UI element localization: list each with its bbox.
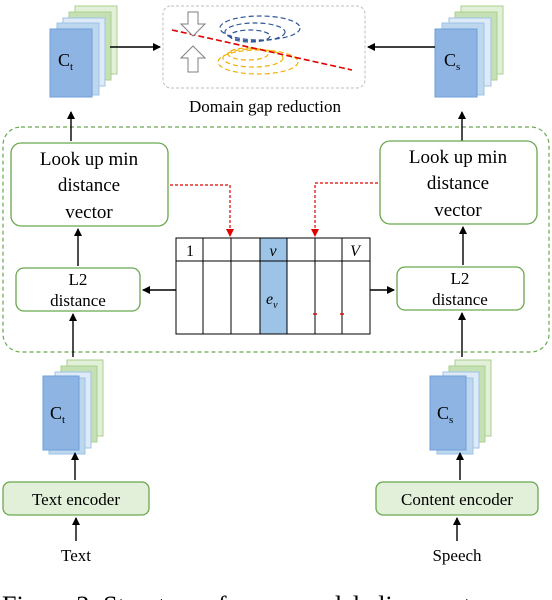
svg-text:Ct: Ct [58,50,73,73]
ct-bottom-subscript: t [62,414,65,426]
svg-text:Ct: Ct [50,403,65,426]
alignment-module-container [2,126,550,353]
l2-right-box: L2 distance [396,266,525,311]
lookup-left-to-codebook [170,184,234,237]
cs-top-label: C [444,50,456,70]
cs-bottom-stack: Cs [429,359,492,455]
text-encoder-label: Text encoder [32,490,120,509]
text-encoder-box: Text encoder [2,481,150,516]
lookup-right-line1: Look up min [409,147,508,168]
codebook-table: 1 v V ev [175,237,371,335]
lookup-right-box: Look up min distance vector [379,140,538,225]
codebook-index-last: V [350,243,362,260]
l2-left-line2: distance [50,291,106,310]
codebook-index-mid: v [269,243,277,260]
ct-bottom-stack: Ct [42,359,104,455]
codebook-entry-label: e [266,291,273,308]
cs-bottom-subscript: s [449,414,453,426]
down-hollow-arrow-icon [179,11,207,37]
cs-bottom-label: C [437,403,449,423]
lookup-left-box: Look up min distance vector [10,142,169,227]
l2-right-line2: distance [432,290,488,309]
ct-top-stack: Ct [49,5,118,98]
content-encoder-box: Content encoder [375,481,539,516]
figure-caption: Figure 2: Structure of cross-modal align… [2,591,471,600]
domain-gap-caption: Domain gap reduction [189,97,342,116]
ct-top-label: C [58,50,70,70]
lookup-right-line3: vector [434,200,482,221]
text-input-label: Text [61,546,91,565]
lookup-right-to-codebook [311,182,378,237]
domain-gap-panel [162,5,366,89]
l2-right-line1: L2 [451,269,470,288]
svg-text:ev: ev [266,291,278,311]
lookup-left-line2: distance [58,175,120,196]
lookup-right-line2: distance [427,173,489,194]
codebook-entry-subscript: v [273,300,278,311]
l2-left-box: L2 distance [15,267,141,312]
cs-top-subscript: s [456,61,460,73]
codebook-index-first: 1 [186,243,194,260]
svg-text:Cs: Cs [444,50,460,73]
ct-bottom-label: C [50,403,62,423]
lookup-left-line3: vector [65,202,113,223]
svg-text:Cs: Cs [437,403,453,426]
l2-left-line1: L2 [69,270,88,289]
content-encoder-label: Content encoder [401,490,513,509]
cs-top-stack: Cs [434,5,504,98]
speech-input-label: Speech [432,546,482,565]
ct-top-subscript: t [70,61,73,73]
up-hollow-arrow-icon [179,45,207,73]
lookup-left-line1: Look up min [40,149,139,170]
